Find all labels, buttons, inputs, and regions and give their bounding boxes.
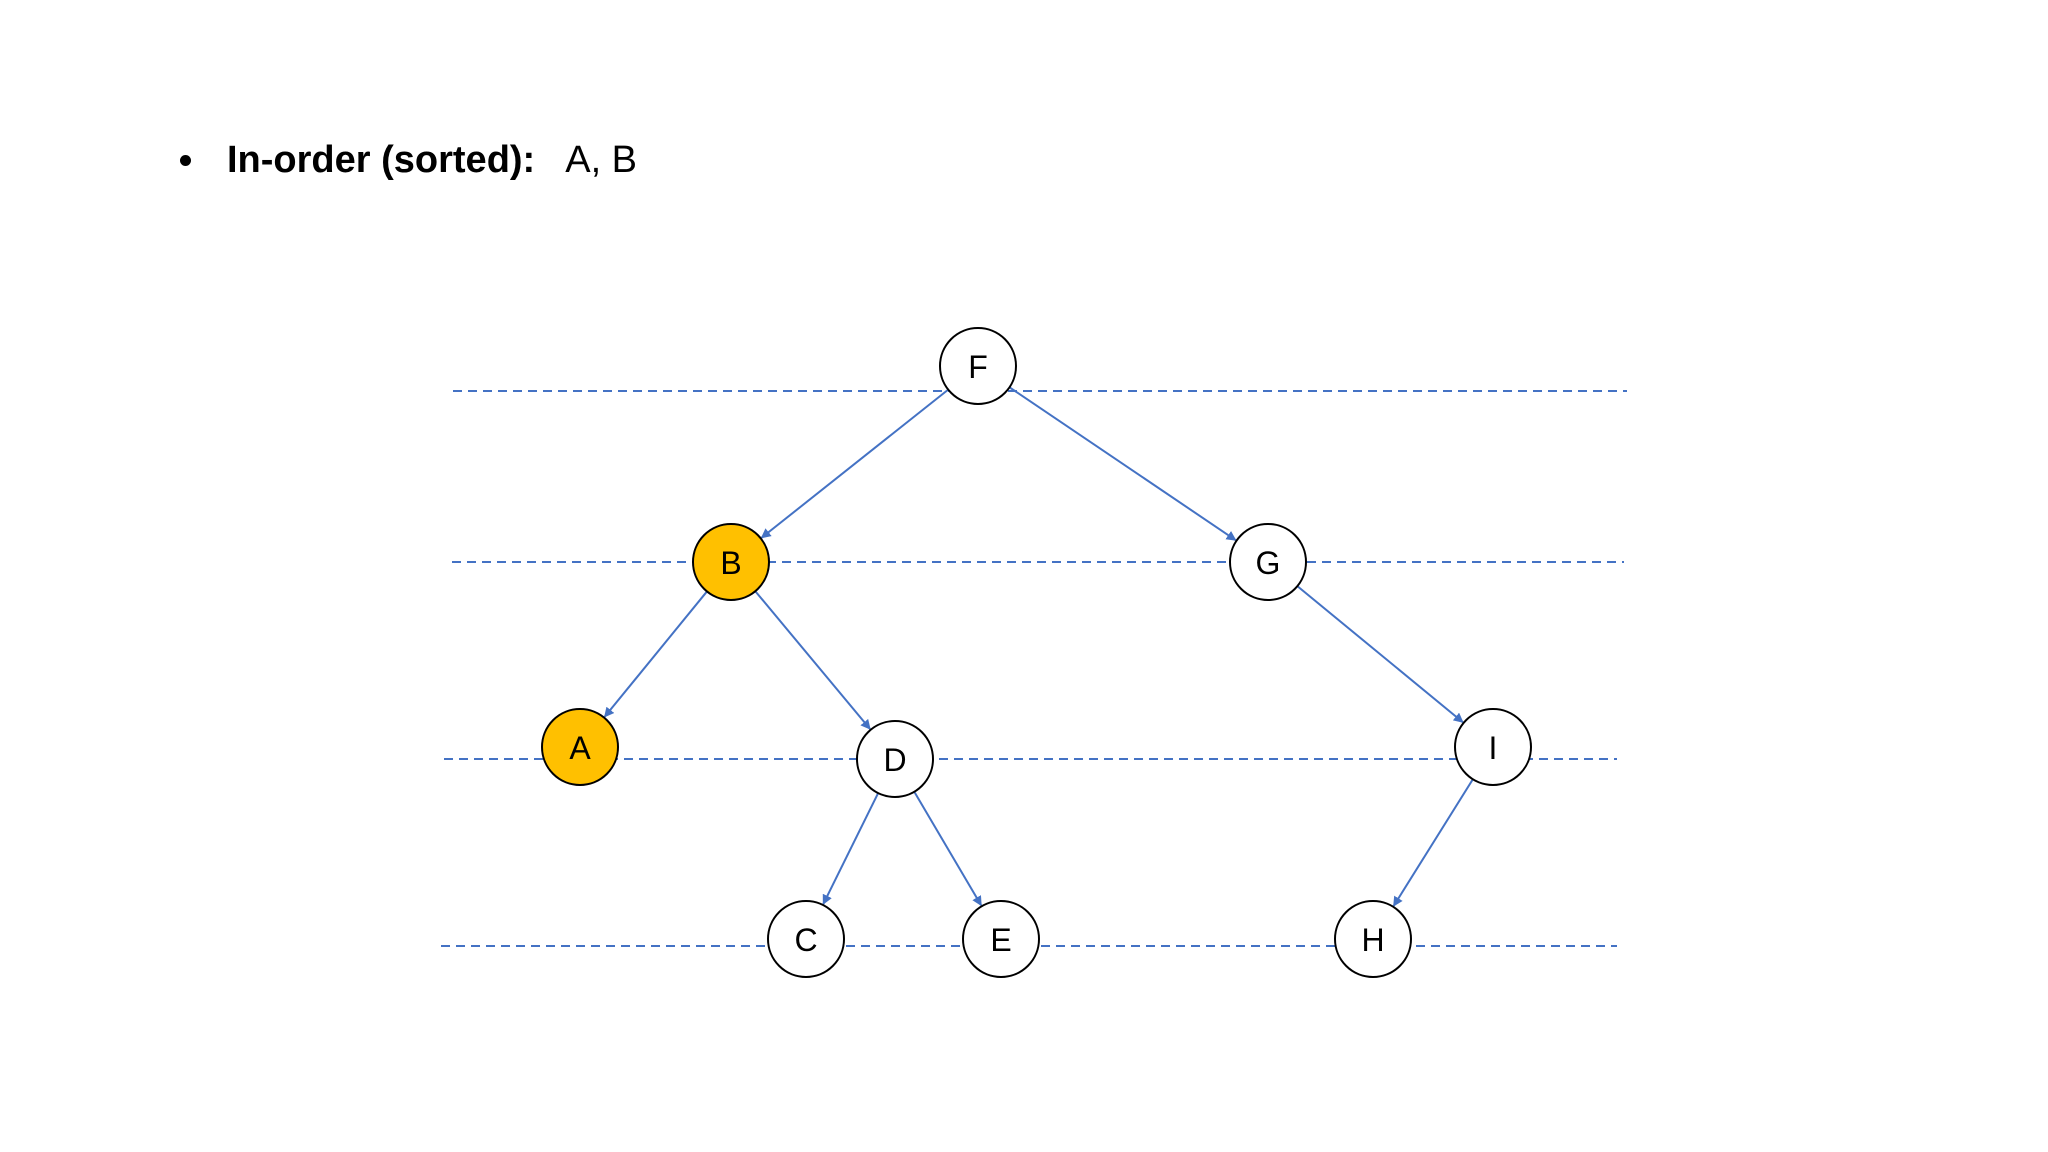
node-e: E: [962, 900, 1040, 978]
node-label-a: A: [569, 730, 591, 766]
node-c: C: [767, 900, 845, 978]
traversal-label: In-order (sorted):: [227, 138, 536, 181]
node-circle-f: [939, 327, 1017, 405]
edge-b-a: [603, 590, 708, 718]
node-label-c: C: [794, 922, 817, 958]
node-label-g: G: [1256, 545, 1281, 581]
node-label-b: B: [720, 545, 741, 581]
edge-f-g: [1008, 386, 1237, 541]
node-label-i: I: [1489, 730, 1498, 766]
edge-f-b: [760, 388, 949, 539]
node-circle-b: [692, 523, 770, 601]
node-i: I: [1454, 708, 1532, 786]
edge-i-h: [1392, 778, 1474, 907]
node-g: G: [1229, 523, 1307, 601]
node-label-d: D: [883, 742, 906, 778]
node-circle-h: [1334, 900, 1412, 978]
edge-d-e: [913, 791, 983, 907]
edge-b-d: [754, 590, 871, 730]
edge-g-i: [1296, 585, 1464, 724]
node-circle-e: [962, 900, 1040, 978]
node-h: H: [1334, 900, 1412, 978]
tree-nodes: F B G A D I C E H: [541, 327, 1532, 978]
node-circle-g: [1229, 523, 1307, 601]
node-label-h: H: [1361, 922, 1384, 958]
traversal-heading: In-order (sorted): A, B: [180, 132, 637, 188]
node-f: F: [939, 327, 1017, 405]
node-d: D: [856, 720, 934, 798]
edge-d-c: [822, 792, 880, 905]
node-circle-i: [1454, 708, 1532, 786]
tree-edges: [603, 386, 1474, 907]
node-circle-d: [856, 720, 934, 798]
bullet-icon: [180, 154, 191, 166]
node-a: A: [541, 708, 619, 786]
level-guides: [441, 390, 1627, 947]
node-label-f: F: [968, 349, 988, 385]
node-circle-a: [541, 708, 619, 786]
node-label-e: E: [990, 922, 1011, 958]
node-b: B: [692, 523, 770, 601]
node-circle-c: [767, 900, 845, 978]
traversal-result: A, B: [565, 138, 638, 181]
